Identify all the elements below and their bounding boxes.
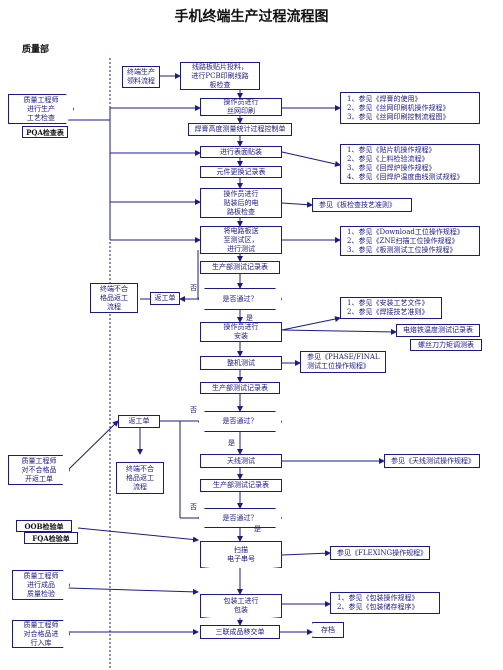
note-placement: 1、参见《贴片机操作规程》 2、参见《上料检验流程》 3、参见《回焊炉操作规程》… xyxy=(340,144,480,184)
storage-box: 存档 xyxy=(312,622,344,638)
prod-test-record-3: 生产部测试记录表 xyxy=(200,479,282,492)
oob-form: OOB检验单 xyxy=(16,520,72,532)
prod-test-record-1: 生产部测试记录表 xyxy=(200,261,280,274)
note-assembly: 1、参见《安装工艺文件》 2、参见《焊接技艺准则》 xyxy=(340,297,442,319)
pcb-input-box: 线路板贴片投料， 进行PCB印刷线路 板检查 xyxy=(180,62,260,90)
no-label-2: 否 xyxy=(190,406,197,414)
note-package: 1、参见《包装操作规程》 2、参见《包装储存程序》 xyxy=(330,592,440,614)
prod-test-record-2: 生产部测试记录表 xyxy=(200,382,280,394)
note-flexing: 参见《FLEXING操作规程》 xyxy=(330,546,430,560)
no-label-3: 否 xyxy=(190,503,197,511)
note-solder-print: 1、参见《焊膏的使用》 2、参见《丝网印刷机操作规程》 3、参见《丝网印刷控制流… xyxy=(340,92,480,124)
qe-reject-box: 质量工程师 对不合格品 开返工单 xyxy=(8,455,70,485)
pass-check-2: 是否通过？ xyxy=(198,411,282,432)
qe-product-inspection-box: 质量工程师 进行成品 质量检验 xyxy=(12,570,70,600)
yes-label-1: 是 xyxy=(246,314,253,322)
qe-store-box: 质量工程师 对合格品进 行入库 xyxy=(12,620,70,648)
reject-flow-1: 终端不合 格品返工 流程 xyxy=(90,283,138,313)
rework-order-1: 返工单 xyxy=(150,292,180,305)
torque-form: 螺丝刀力矩调测表 xyxy=(410,339,482,351)
full-test-box: 整机测试 xyxy=(200,356,282,370)
iron-temp-form: 电烙铁温度测试记录表 xyxy=(396,324,480,337)
paste-height-form: 焊膏高度测量统计过程控制单 xyxy=(188,123,292,136)
pqa-check-form: PQA检查表 xyxy=(22,126,68,138)
note-board-test: 1、参见《Download工位操作规程》 2、参见《ZNE扫描工位操作规程》 3… xyxy=(340,226,480,256)
department-label: 质量部 xyxy=(22,45,50,55)
component-record-form: 元件更换记录表 xyxy=(200,166,282,178)
transfer-form: 三联成品移交单 xyxy=(200,625,280,639)
rework-order-2: 返工单 xyxy=(118,415,160,428)
qe-process-inspection-box: 质量工程师 进行生产 工艺检查 xyxy=(8,94,74,124)
pass-check-1: 是否通过？ xyxy=(198,288,282,310)
note-full-test: 参见《PHASE/FINAL 测试工位操作规程》 xyxy=(300,351,386,373)
no-label-1: 否 xyxy=(190,284,197,292)
terminal-material-box: 终端生产 领料流程 xyxy=(122,66,160,88)
board-test-box: 将电路板送 至测试区， 进行测试 xyxy=(200,226,282,254)
yes-label-3: 是 xyxy=(254,525,261,533)
surface-mount-box: 进行表面贴装 xyxy=(200,146,282,158)
yes-label-2: 是 xyxy=(228,439,235,447)
fqa-form: FQA检验单 xyxy=(24,532,78,544)
board-inspection-box: 操作员进行 贴装后的电 路板检查 xyxy=(200,188,282,218)
page-title: 手机终端生产过程流程图 xyxy=(174,9,329,25)
pass-check-3: 是否通过？ xyxy=(198,508,282,528)
antenna-test-box: 天线测试 xyxy=(200,454,282,468)
package-box: 包装工进行 包装 xyxy=(200,594,282,618)
note-antenna: 参见《天线测试操作规程》 xyxy=(384,454,480,468)
solder-print-box: 操作员进行 丝网印刷 xyxy=(200,98,282,116)
note-board-check: 参见《板检查技艺准则》 xyxy=(312,198,412,212)
assembly-box: 操作员进行 安装 xyxy=(200,322,282,342)
reject-flow-2: 终端不合 格品返工 流程 xyxy=(116,462,164,494)
